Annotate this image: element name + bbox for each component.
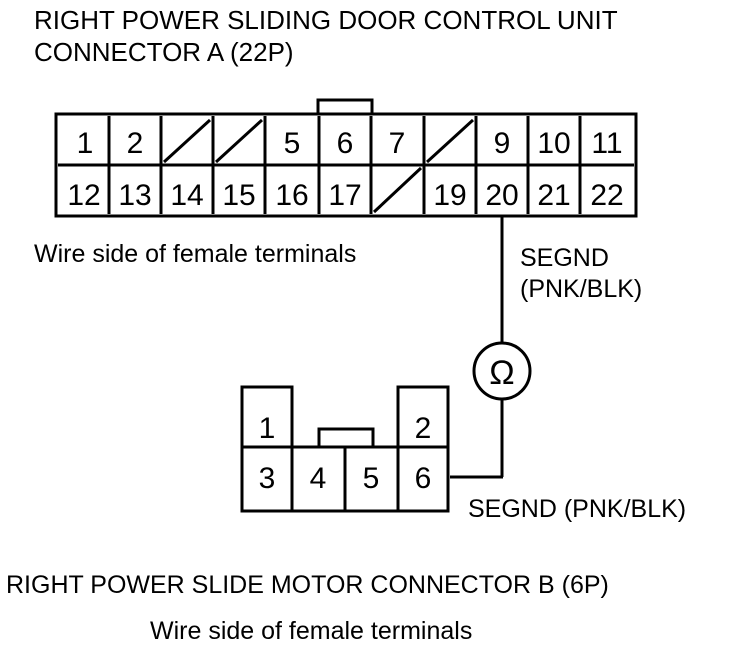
connector-b bbox=[240, 385, 450, 513]
empty-cavity-slash bbox=[214, 118, 264, 164]
pin-label: 4 bbox=[310, 462, 327, 495]
pin-label: 7 bbox=[389, 127, 406, 160]
empty-cavity-slash bbox=[372, 166, 423, 214]
connector-b-caption: Wire side of female terminals bbox=[150, 617, 472, 645]
ohmmeter-icon: Ω bbox=[472, 341, 532, 401]
connector-a-row1-pins: 1 2 5 6 7 9 10 11 bbox=[77, 127, 623, 160]
connector-a-title-line1: RIGHT POWER SLIDING DOOR CONTROL UNIT bbox=[34, 5, 618, 35]
pin-label: 16 bbox=[275, 179, 308, 212]
pin-label: 17 bbox=[328, 179, 361, 212]
pin-label: 22 bbox=[590, 179, 623, 212]
connector-b-housing bbox=[240, 385, 450, 513]
pin-label: 19 bbox=[433, 179, 466, 212]
pin-label: 2 bbox=[127, 127, 144, 160]
connector-b-title: RIGHT POWER SLIDE MOTOR CONNECTOR B (6P) bbox=[6, 571, 609, 599]
connector-a-row2-pins: 12 13 14 15 16 17 19 20 21 22 bbox=[67, 179, 623, 212]
pin-label: 9 bbox=[494, 127, 511, 160]
pin-label: 21 bbox=[537, 179, 570, 212]
empty-cavity-slash bbox=[425, 118, 475, 164]
wire-label-a-line2: (PNK/BLK) bbox=[520, 275, 642, 303]
pin-label: 5 bbox=[284, 127, 301, 160]
pin-label: 11 bbox=[591, 127, 622, 160]
pin-label: 13 bbox=[118, 179, 151, 212]
wire-label-a-line1: SEGND bbox=[520, 244, 609, 272]
connector-a-caption: Wire side of female terminals bbox=[34, 240, 356, 268]
pin-label: 6 bbox=[337, 127, 354, 160]
pin-label: 3 bbox=[259, 462, 276, 495]
pin-label: 5 bbox=[363, 462, 380, 495]
connector-a bbox=[54, 98, 638, 218]
pin-label: 6 bbox=[415, 462, 432, 495]
connector-b-lock-tab bbox=[317, 427, 375, 449]
pin-label: 1 bbox=[77, 127, 94, 160]
pin-label: 1 bbox=[259, 412, 276, 445]
connector-a-title-line2: CONNECTOR A (22P) bbox=[34, 37, 294, 67]
pin-label: 2 bbox=[415, 412, 432, 445]
pin-label: 12 bbox=[67, 179, 100, 212]
pin-label: 20 bbox=[485, 179, 518, 212]
ohm-symbol: Ω bbox=[489, 354, 514, 392]
pin-label: 15 bbox=[222, 179, 255, 212]
connector-b-pins: 1 2 3 4 5 6 bbox=[259, 412, 432, 495]
pin-label: 14 bbox=[170, 179, 203, 212]
empty-cavity-slash bbox=[162, 118, 212, 164]
pin-label: 10 bbox=[537, 127, 570, 160]
wire-label-b: SEGND (PNK/BLK) bbox=[468, 495, 686, 523]
